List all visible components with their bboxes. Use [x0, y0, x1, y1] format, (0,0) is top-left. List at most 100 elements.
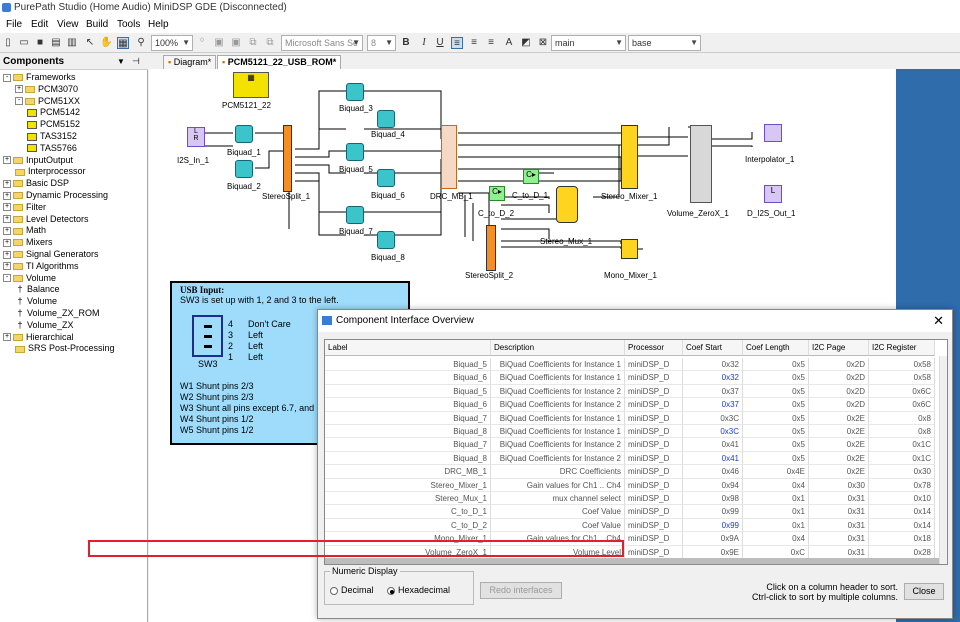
stereo-mux-block[interactable]	[556, 186, 578, 223]
pcm5121-chip-icon[interactable]: ▦	[233, 72, 269, 98]
expand-icon[interactable]: +	[3, 203, 11, 212]
redo-interfaces-button[interactable]: Redo interfaces	[480, 582, 562, 599]
column-header[interactable]: Coef Length	[743, 340, 809, 356]
expand-icon[interactable]: +	[3, 156, 11, 165]
column-header[interactable]: Label	[325, 340, 491, 356]
tree-item[interactable]: -Volume	[3, 272, 56, 284]
expand-icon[interactable]: +	[3, 191, 11, 200]
underline-icon[interactable]: U	[436, 37, 444, 48]
drc-mb-block[interactable]	[441, 125, 457, 189]
close-button[interactable]: Close	[904, 583, 944, 600]
tree-item[interactable]: †Balance	[15, 283, 59, 295]
italic-icon[interactable]: I	[422, 37, 426, 48]
tree-item[interactable]: +Filter	[3, 201, 46, 212]
column-header[interactable]: Coef Start	[683, 340, 743, 356]
expand-icon[interactable]: +	[3, 179, 11, 188]
biquad-5-block[interactable]	[346, 143, 364, 161]
radio-decimal[interactable]: Decimal	[330, 585, 374, 595]
biquad-7-block[interactable]	[346, 206, 364, 224]
tree-item[interactable]: -Frameworks	[3, 71, 76, 83]
tree-item[interactable]: +Level Detectors	[3, 213, 89, 224]
expand-icon[interactable]: +	[3, 250, 11, 259]
horizontal-scrollbar[interactable]	[325, 558, 939, 564]
tree-item[interactable]: -PCM51XX	[15, 95, 80, 107]
zoom-combo[interactable]: 100%▼	[151, 35, 193, 51]
biquad-6-block[interactable]	[377, 169, 395, 187]
tree-item[interactable]: +InputOutput	[3, 154, 74, 165]
expand-icon[interactable]: +	[3, 215, 11, 224]
tree-item[interactable]: SRS Post-Processing	[3, 342, 115, 354]
expand-icon[interactable]: +	[3, 262, 11, 271]
align-icon[interactable]: ▣	[214, 37, 224, 48]
menu-help[interactable]: Help	[148, 19, 169, 30]
stereosplit-2-block[interactable]	[486, 225, 496, 271]
tree-item[interactable]: †Volume_ZX_ROM	[15, 307, 99, 319]
tree-item[interactable]: +Signal Generators	[3, 249, 99, 259]
tree-item[interactable]: PCM5152	[27, 118, 80, 130]
tree-item[interactable]: +Basic DSP	[3, 178, 70, 189]
volume-zerox-block[interactable]	[690, 125, 712, 203]
zoom-icon[interactable]: ⚲	[137, 37, 145, 48]
tree-item[interactable]: TAS5766	[27, 142, 77, 154]
collapse-icon[interactable]: -	[3, 274, 11, 283]
align-center-icon[interactable]: ≡	[471, 37, 477, 48]
c-to-d-2-block[interactable]: C▸	[489, 186, 505, 201]
open-icon[interactable]: ▭	[19, 37, 29, 48]
interpolator-block[interactable]	[764, 124, 782, 142]
tree-item[interactable]: +Dynamic Processing	[3, 190, 109, 200]
tree-item[interactable]: +Mixers	[3, 237, 53, 248]
pan-icon[interactable]: ✋	[100, 37, 113, 48]
align-left-icon[interactable]: ≡	[451, 37, 463, 49]
menu-build[interactable]: Build	[86, 19, 109, 30]
tree-item[interactable]: Interprocessor	[3, 165, 86, 177]
dropdown-icon[interactable]: ▼	[117, 57, 125, 66]
expand-icon[interactable]: +	[3, 238, 11, 247]
tree-item[interactable]: +Math	[3, 225, 47, 236]
tree-item[interactable]: +Hierarchical	[3, 331, 74, 342]
line-color-icon[interactable]: ⊠	[538, 37, 548, 48]
collapse-icon[interactable]: -	[3, 73, 11, 82]
align-right-icon[interactable]: ≡	[488, 37, 494, 48]
tab-diagram[interactable]: ▪ Diagram*	[163, 55, 217, 69]
vertical-scrollbar[interactable]	[939, 356, 947, 564]
biquad-3-block[interactable]	[346, 83, 364, 101]
ungroup-icon[interactable]: ⧉	[266, 37, 274, 48]
font-color-icon[interactable]: A	[505, 37, 513, 48]
tree-item[interactable]: TAS3152	[27, 130, 77, 142]
format-icon[interactable]: ⁰	[199, 37, 204, 48]
base-combo[interactable]: base▼	[628, 35, 701, 51]
tree-item[interactable]: +TI Algorithms	[3, 260, 79, 271]
print-icon[interactable]: ▤	[51, 37, 61, 48]
menu-edit[interactable]: Edit	[31, 19, 49, 30]
expand-icon[interactable]: +	[3, 333, 11, 342]
radio-hexadecimal[interactable]: Hexadecimal	[387, 585, 450, 595]
stereosplit-1-block[interactable]	[283, 125, 292, 192]
fill-color-icon[interactable]: ◩	[521, 37, 531, 48]
column-header[interactable]: Processor	[625, 340, 683, 356]
tree-item[interactable]: +PCM3070	[15, 83, 79, 94]
expand-icon[interactable]: +	[3, 227, 11, 236]
c-to-d-1-block[interactable]: C▸	[523, 169, 539, 184]
pin-icon[interactable]: ⊣	[132, 56, 140, 66]
tree-item[interactable]: †Volume_ZX	[15, 319, 73, 331]
layer-combo[interactable]: main▼	[551, 35, 626, 51]
column-header[interactable]: I2C Register	[869, 340, 935, 356]
pointer-icon[interactable]: ↖	[85, 37, 95, 48]
column-header[interactable]: Description	[491, 340, 625, 356]
group-icon[interactable]: ⧉	[249, 37, 257, 48]
arrange-icon[interactable]: ▣	[231, 37, 241, 48]
stereo-mixer-block[interactable]	[621, 125, 638, 189]
grid-icon[interactable]: ▦	[117, 37, 129, 49]
biquad-1-block[interactable]	[235, 125, 253, 143]
close-icon[interactable]: ✕	[933, 313, 944, 328]
